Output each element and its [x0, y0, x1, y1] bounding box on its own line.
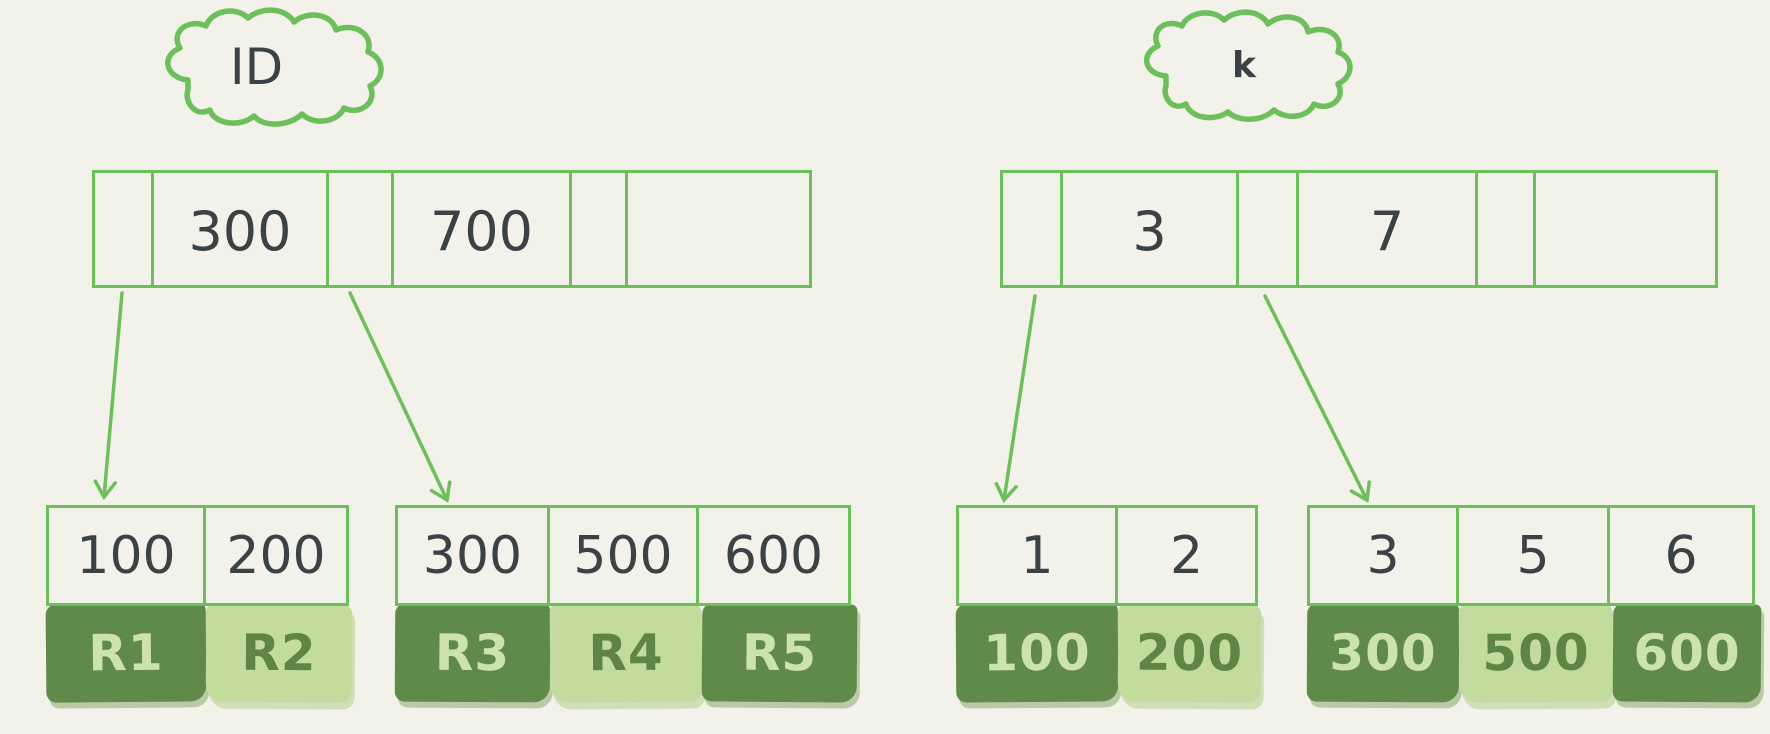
id-cloud-label: ID — [229, 38, 284, 96]
leaf-key-cell: 3 — [1307, 505, 1459, 606]
value-block: 300 — [1306, 603, 1460, 703]
leaf-key-cell: 1 — [956, 505, 1118, 606]
value-block: 100 — [955, 603, 1119, 703]
record-block: R3 — [394, 603, 551, 703]
root-key-cell — [625, 170, 812, 288]
root-pointer-cell — [569, 170, 628, 288]
k-pointer-arrow-1 — [994, 294, 1037, 504]
id-pointer-arrow-1 — [93, 291, 124, 501]
id-leaf-node-2: 300 500 600 — [395, 505, 851, 606]
id-leaf-node-1: 100 200 — [46, 505, 349, 606]
root-key-cell: 3 — [1060, 170, 1239, 288]
root-pointer-cell — [326, 170, 394, 288]
leaf-key-cell: 5 — [1456, 505, 1610, 606]
record-block: R2 — [205, 603, 353, 703]
value-block: 200 — [1117, 603, 1262, 703]
leaf-key-cell: 600 — [696, 505, 851, 606]
k-cloud-label: k — [1232, 44, 1256, 86]
root-key-cell: 7 — [1296, 170, 1478, 288]
root-pointer-cell — [1000, 170, 1063, 288]
root-pointer-cell — [92, 170, 154, 288]
cloud-icon — [165, 7, 384, 127]
k-pointer-arrow-2 — [1263, 294, 1371, 503]
cloud-icon — [1144, 9, 1353, 122]
record-block: R1 — [45, 603, 207, 703]
leaf-key-cell: 500 — [547, 505, 699, 606]
id-cloud: ID — [148, 6, 393, 128]
root-key-cell: 700 — [391, 170, 572, 288]
k-cloud: k — [1128, 8, 1360, 122]
root-key-cell: 300 — [151, 170, 329, 288]
leaf-key-cell: 2 — [1115, 505, 1258, 606]
record-block: R4 — [549, 603, 703, 703]
k-leaf-node-2: 3 5 6 — [1307, 505, 1755, 606]
value-block: 600 — [1612, 603, 1762, 703]
k-root-node: 3 7 — [1000, 170, 1718, 288]
leaf-key-cell: 100 — [46, 505, 206, 606]
leaf-key-cell: 300 — [395, 505, 550, 606]
root-pointer-cell — [1475, 170, 1536, 288]
id-root-node: 300 700 — [92, 170, 812, 288]
id-pointer-arrow-2 — [348, 291, 452, 503]
leaf-key-cell: 6 — [1607, 505, 1755, 606]
root-pointer-cell — [1236, 170, 1299, 288]
leaf-key-cell: 200 — [203, 505, 349, 606]
root-key-cell — [1533, 170, 1718, 288]
k-leaf-node-1: 1 2 — [956, 505, 1258, 606]
value-block: 500 — [1458, 603, 1614, 703]
record-block: R5 — [701, 603, 858, 703]
